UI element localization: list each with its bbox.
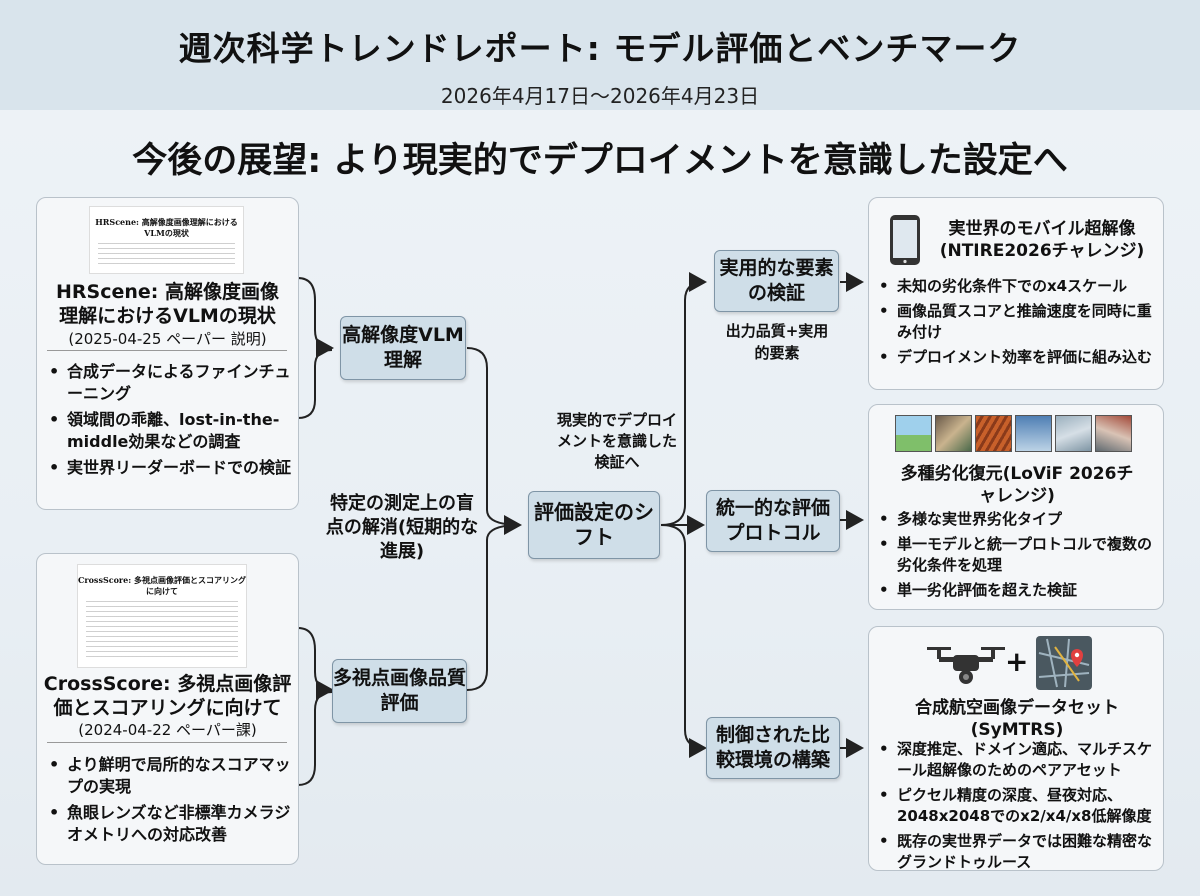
- paper-bullet-list: より鮮明で局所的なスコアマップの実現 魚眼レンズなど非標準カメラジオメトリへの対…: [47, 754, 292, 850]
- node-label: 統一的な評価プロトコル: [715, 497, 830, 544]
- thumb-image: [895, 415, 932, 452]
- drone-icon: [927, 647, 1005, 684]
- list-item: 領域間の乖離、lost-in-the-middle効果などの調査: [47, 409, 292, 453]
- label-output-quality: 出力品質+実用的要素: [725, 322, 829, 362]
- result-title: 実世界のモバイル超解像(NTIRE2026チャレンジ): [939, 219, 1145, 261]
- node-hr-vlm: 高解像度VLM理解: [340, 316, 466, 380]
- list-item: 単一劣化評価を超えた検証: [877, 580, 1161, 601]
- thumbnail-title: HRScene: 高解像度画像理解におけるVLMの現状: [95, 217, 238, 238]
- thumbnail-text-lines: [86, 601, 238, 661]
- panel-divider: [47, 742, 287, 743]
- paper-title: HRScene: 高解像度画像理解におけるVLMの現状: [56, 281, 279, 327]
- map-icon: [1036, 636, 1092, 690]
- image-thumbnails-icon: [895, 415, 1132, 452]
- thumb-image: [1095, 415, 1132, 452]
- node-unified-protocol: 統一的な評価プロトコル: [706, 490, 840, 552]
- panel-divider: [47, 350, 287, 351]
- result-bullet-list: 多様な実世界劣化タイプ 単一モデルと統一プロトコルで複数の劣化条件を処理 単一劣…: [877, 509, 1161, 605]
- paper-bullet-list: 合成データによるファインチューニング 領域間の乖離、lost-in-the-mi…: [47, 361, 292, 483]
- thumbnail-title: CrossScore: 多視点画像評価とスコアリングに向けて: [78, 575, 246, 596]
- plus-sign: +: [1005, 645, 1029, 678]
- node-label: 多視点画像品質評価: [333, 667, 467, 714]
- node-label: 評価設定のシフト: [534, 500, 654, 549]
- paper-thumbnail: HRScene: 高解像度画像理解におけるVLMの現状: [89, 206, 244, 274]
- list-item: 多様な実世界劣化タイプ: [877, 509, 1161, 530]
- result-panel-ntire: 実世界のモバイル超解像(NTIRE2026チャレンジ) 未知の劣化条件下でのx4…: [868, 197, 1164, 390]
- label-blind-spots: 特定の測定上の盲点の解消(短期的な進展): [325, 493, 479, 562]
- list-item: 未知の劣化条件下でのx4スケール: [877, 276, 1161, 297]
- report-header: 週次科学トレンドレポート: モデル評価とベンチマーク 2026年4月17日〜20…: [0, 0, 1200, 110]
- section-title: 今後の展望: より現実的でデプロイメントを意識した設定へ: [132, 141, 1068, 181]
- thumbnail-text-lines: [98, 243, 235, 267]
- list-item: 合成データによるファインチューニング: [47, 361, 292, 405]
- result-title: 多種劣化復元(LoViF 2026チャレンジ): [900, 464, 1134, 506]
- thumb-image: [1015, 415, 1052, 452]
- paper-date: (2024-04-22 ペーパー課): [78, 721, 257, 739]
- node-label: 高解像度VLM理解: [342, 324, 464, 371]
- node-label: 制御された比較環境の構築: [715, 724, 830, 771]
- result-bullet-list: 深度推定、ドメイン適応、マルチスケール超解像のためのペアアセット ピクセル精度の…: [877, 739, 1161, 877]
- paper-date: (2025-04-25 ペーパー 説明): [68, 330, 267, 348]
- list-item: より鮮明で局所的なスコアマップの実現: [47, 754, 292, 798]
- node-label: 実用的な要素の検証: [719, 257, 834, 304]
- thumb-image: [935, 415, 972, 452]
- paper-title: CrossScore: 多視点画像評価とスコアリングに向けて: [43, 673, 292, 719]
- list-item: ピクセル精度の深度、昼夜対応、2048x2048でのx2/x4/x8低解像度: [877, 785, 1161, 827]
- paper-panel-hrscene: HRScene: 高解像度画像理解におけるVLMの現状 HRScene: 高解像…: [36, 197, 299, 510]
- label-realistic: 現実的でデプロイメントを意識した検証へ: [556, 411, 677, 471]
- list-item: 魚眼レンズなど非標準カメラジオメトリへの対応改善: [47, 802, 292, 846]
- smartphone-icon: [890, 215, 920, 265]
- paper-panel-crossscore: CrossScore: 多視点画像評価とスコアリングに向けて CrossScor…: [36, 553, 299, 865]
- thumb-image: [1055, 415, 1092, 452]
- list-item: 実世界リーダーボードでの検証: [47, 457, 292, 479]
- node-controlled-env: 制御された比較環境の構築: [706, 717, 840, 779]
- list-item: 深度推定、ドメイン適応、マルチスケール超解像のためのペアアセット: [877, 739, 1161, 781]
- list-item: デプロイメント効率を評価に組み込む: [877, 347, 1161, 368]
- result-panel-lovif: 多種劣化復元(LoViF 2026チャレンジ) 多様な実世界劣化タイプ 単一モデ…: [868, 404, 1164, 610]
- paper-thumbnail: CrossScore: 多視点画像評価とスコアリングに向けて: [77, 564, 247, 668]
- result-title: 合成航空画像データセット(SyMTRS): [915, 698, 1119, 740]
- node-multi-view: 多視点画像品質評価: [332, 659, 467, 723]
- result-panel-symtrs: + 合成航空画像データセット(SyMTRS) 深度推定、ドメイン適応、マルチスケ…: [868, 626, 1164, 871]
- report-title: 週次科学トレンドレポート: モデル評価とベンチマーク: [178, 29, 1022, 68]
- node-evaluation-shift: 評価設定のシフト: [528, 491, 660, 559]
- list-item: 既存の実世界データでは困難な精密なグランドトゥルース: [877, 831, 1161, 873]
- list-item: 単一モデルと統一プロトコルで複数の劣化条件を処理: [877, 534, 1161, 576]
- result-bullet-list: 未知の劣化条件下でのx4スケール 画像品質スコアと推論速度を同時に重み付け デプ…: [877, 276, 1161, 372]
- thumb-image: [975, 415, 1012, 452]
- list-item: 画像品質スコアと推論速度を同時に重み付け: [877, 301, 1161, 343]
- report-date-range: 2026年4月17日〜2026年4月23日: [440, 84, 760, 108]
- node-practical: 実用的な要素の検証: [714, 250, 839, 312]
